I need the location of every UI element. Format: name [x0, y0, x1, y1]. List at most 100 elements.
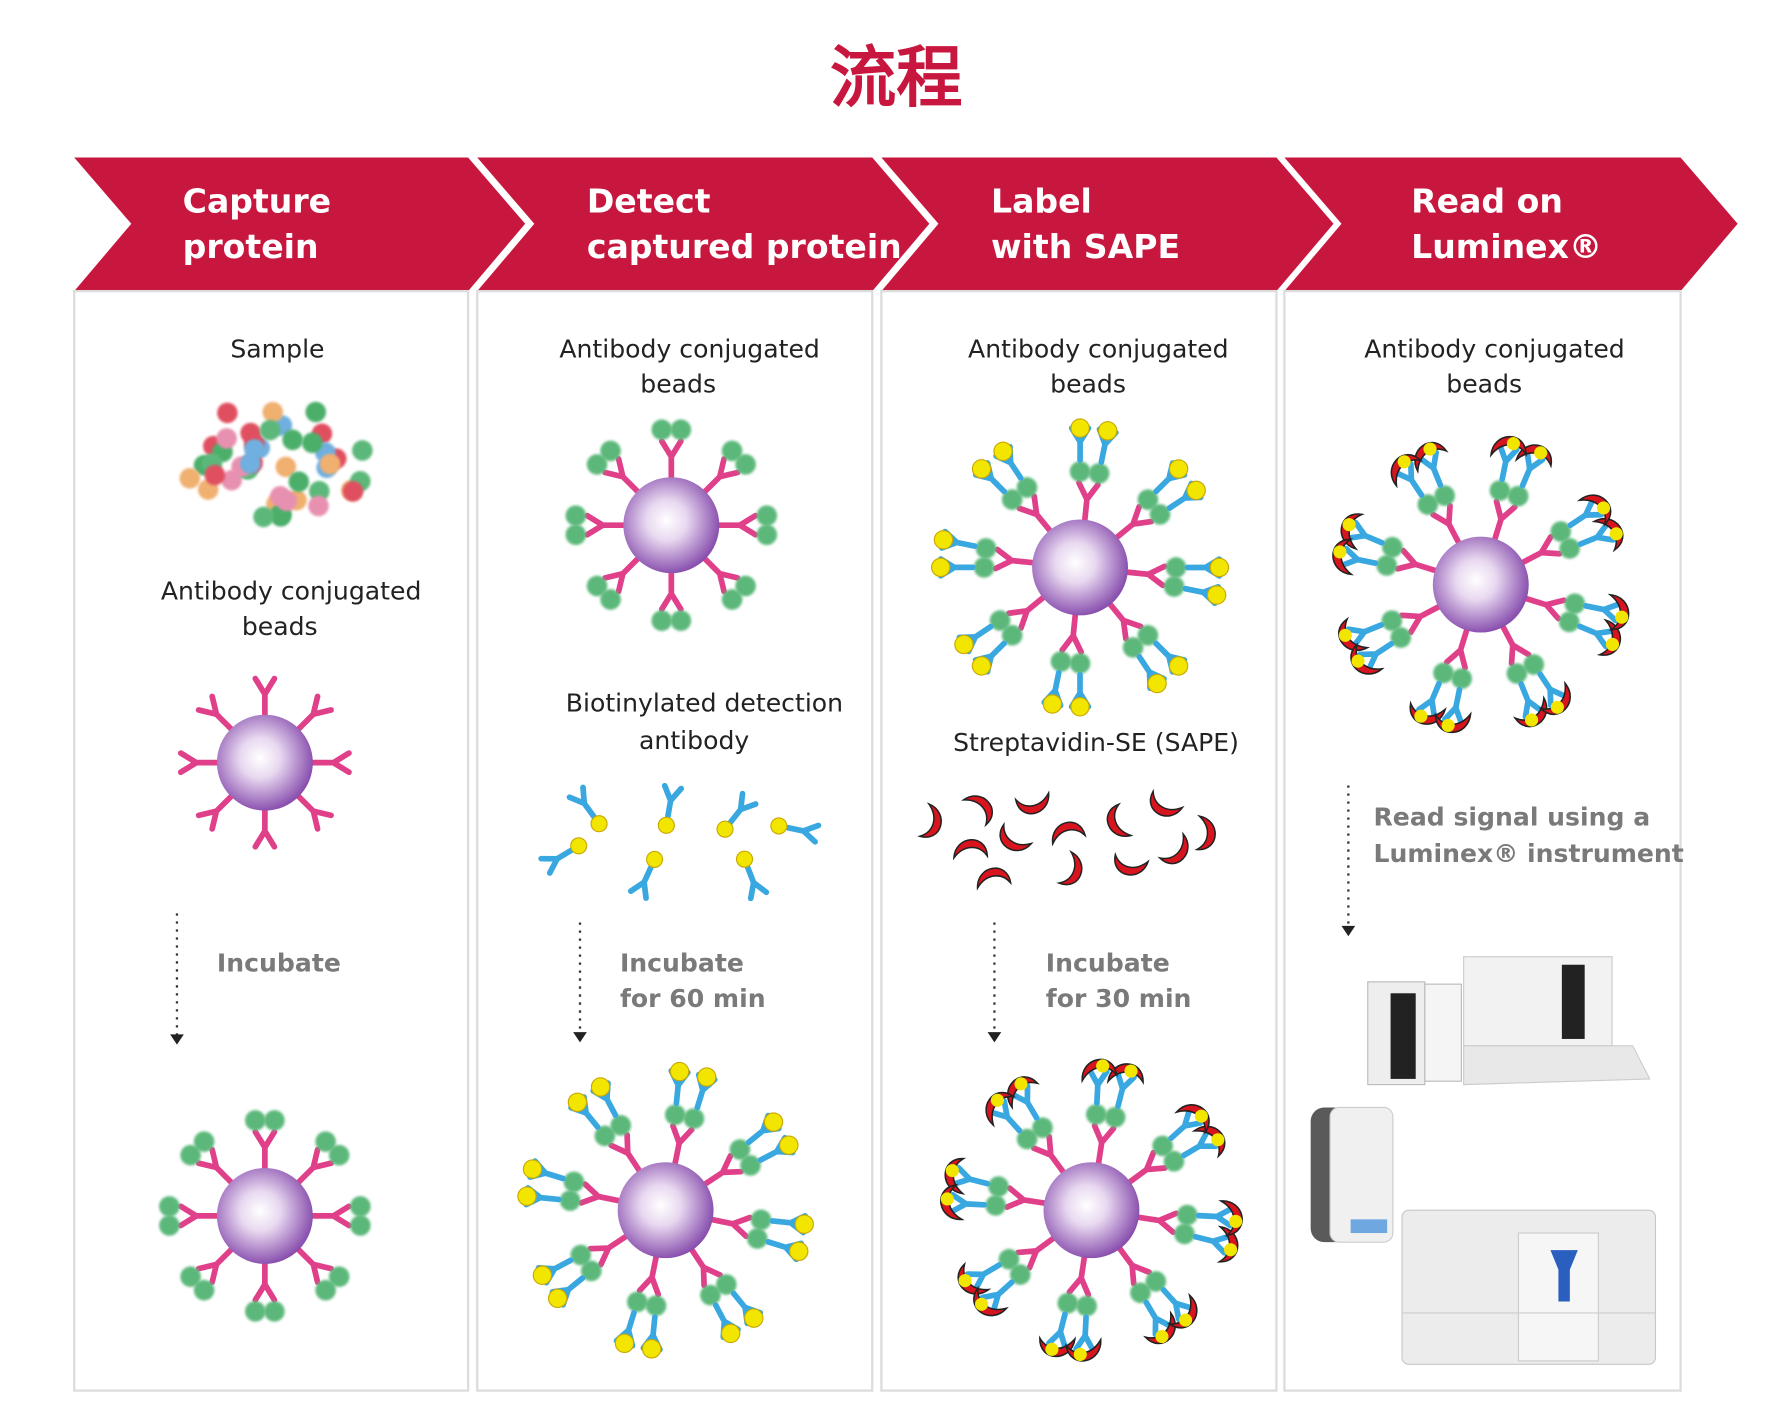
- sape-crescent-icon: [1174, 1104, 1210, 1135]
- sape-crescent-icon: [1064, 1336, 1102, 1362]
- biotin-dot: [971, 459, 992, 479]
- bead-labeled-sape: [939, 1058, 1243, 1362]
- biotin-dot: [517, 1186, 537, 1206]
- biotin-dot: [1615, 610, 1629, 624]
- detection-antibody-icon: [1583, 601, 1622, 624]
- protein-dot: [193, 1131, 215, 1152]
- luminex-200-instrument: [1367, 956, 1651, 1086]
- protein-dot: [670, 610, 692, 631]
- biotin-dot: [1070, 697, 1090, 717]
- biotin-dot: [1209, 557, 1230, 578]
- detection-antibody-icon: [1357, 640, 1395, 672]
- protein-dot: [1104, 1106, 1126, 1128]
- label-antibody-beads-1: Antibody conjugated: [559, 334, 820, 363]
- protein-dot: [159, 1196, 180, 1217]
- biotin-dot: [940, 1192, 954, 1206]
- step-4-labels: Antibody conjugated beads Read signal us…: [1364, 334, 1684, 868]
- sape-crescent-icon: [939, 1183, 965, 1221]
- protein-dot: [1381, 610, 1403, 631]
- biotin-dot: [1414, 709, 1428, 723]
- biotin-dot: [770, 817, 788, 835]
- protein-dot: [245, 1301, 266, 1322]
- step-header-line: Detect: [587, 181, 711, 220]
- biotin-dot: [1351, 654, 1365, 668]
- protein-dot: [305, 401, 327, 423]
- biotin-dot: [720, 1323, 741, 1344]
- biotin-dot: [789, 1241, 809, 1262]
- protein-dot: [973, 557, 995, 578]
- label-antibody-beads-2: beads: [1050, 370, 1126, 399]
- biotin-dot: [958, 1274, 972, 1288]
- protein-dot: [1086, 1104, 1107, 1125]
- label-biotinylated-2: antibody: [639, 726, 749, 755]
- detection-antibody-icon: [538, 847, 574, 876]
- protein-dot: [216, 428, 237, 449]
- biotin-dot: [1194, 1109, 1208, 1123]
- sape-crescent-icon: [1576, 494, 1612, 527]
- detection-antibody-icon: [661, 782, 685, 820]
- protein-dot: [1417, 494, 1439, 515]
- dotted-arrow: [1341, 785, 1356, 937]
- sape-shape: [1414, 441, 1449, 474]
- label-antibody-beads-1: Antibody conjugated: [968, 334, 1229, 363]
- sape-crescent-icon: [1056, 849, 1083, 886]
- protein-dot: [193, 1279, 215, 1301]
- sape-crescent-icon: [1350, 642, 1385, 675]
- sape-crescent-icon: [1006, 1076, 1040, 1111]
- biotin-dot: [1550, 700, 1564, 714]
- biotin-dot: [930, 557, 951, 578]
- detection-antibody-icon: [1143, 1299, 1173, 1338]
- detection-antibody-icon: [1160, 1287, 1194, 1322]
- chevron-arrow: [881, 157, 1334, 292]
- protein-dot: [1152, 1135, 1173, 1157]
- protein-dot: [1088, 463, 1110, 484]
- biotin-dot: [1096, 1059, 1110, 1073]
- biotin-dot: [1605, 637, 1620, 652]
- biotin-dot: [1423, 442, 1437, 456]
- sape-shape: [1149, 788, 1185, 817]
- sape-crescent-icon: [1051, 821, 1087, 847]
- biotin-dot: [763, 1112, 784, 1132]
- biotin-dot: [614, 1333, 635, 1354]
- detection-antibody-icon: [1087, 1067, 1110, 1106]
- chevron-arrow: [74, 157, 526, 292]
- sape-shape: [1106, 802, 1134, 837]
- protein-dot: [270, 486, 291, 507]
- biotin-dot: [669, 1061, 690, 1082]
- arrow-head-icon: [170, 1034, 184, 1045]
- biotin-dot: [974, 1297, 989, 1311]
- sape-crescent-icon: [1143, 1310, 1177, 1345]
- instrument-body: [1463, 956, 1613, 1047]
- instrument-door: [1390, 993, 1416, 1079]
- biotin-dot: [1224, 1243, 1238, 1257]
- sape-shape: [917, 802, 942, 838]
- label-sample: Sample: [230, 334, 324, 363]
- protein-dot: [1163, 1150, 1185, 1172]
- protein-dot: [1165, 557, 1187, 578]
- instrument-panel: [1424, 983, 1462, 1082]
- biotin-dot: [735, 850, 754, 868]
- biotin-dot: [945, 1164, 959, 1178]
- free-sape: [917, 788, 1216, 891]
- protein-dot: [975, 538, 997, 559]
- sape-shape: [1513, 695, 1548, 728]
- detection-antibody-icon: [1519, 450, 1546, 489]
- detection-antibody-icon: [1346, 519, 1385, 546]
- sape-crescent-icon: [1106, 1063, 1144, 1085]
- sape-crescent-icon: [1039, 1335, 1077, 1358]
- arrow-head-icon: [573, 1032, 587, 1043]
- sape-crescent-icon: [952, 839, 989, 861]
- bead-sphere: [623, 477, 720, 574]
- bead-labeled-sape: [1332, 436, 1630, 734]
- step-2-labels: Antibody conjugated beads Biotinylated d…: [559, 334, 843, 1013]
- protein-dot: [985, 1195, 1006, 1216]
- sape-crescent-icon: [1149, 788, 1185, 817]
- sape-crescent-icon: [1081, 1058, 1118, 1084]
- sape-crescent-icon: [1338, 616, 1371, 651]
- sape-crescent-icon: [1332, 538, 1354, 576]
- protein-dot: [1390, 627, 1412, 648]
- protein-dot: [1564, 593, 1586, 614]
- sape-crescent-icon: [1607, 593, 1630, 631]
